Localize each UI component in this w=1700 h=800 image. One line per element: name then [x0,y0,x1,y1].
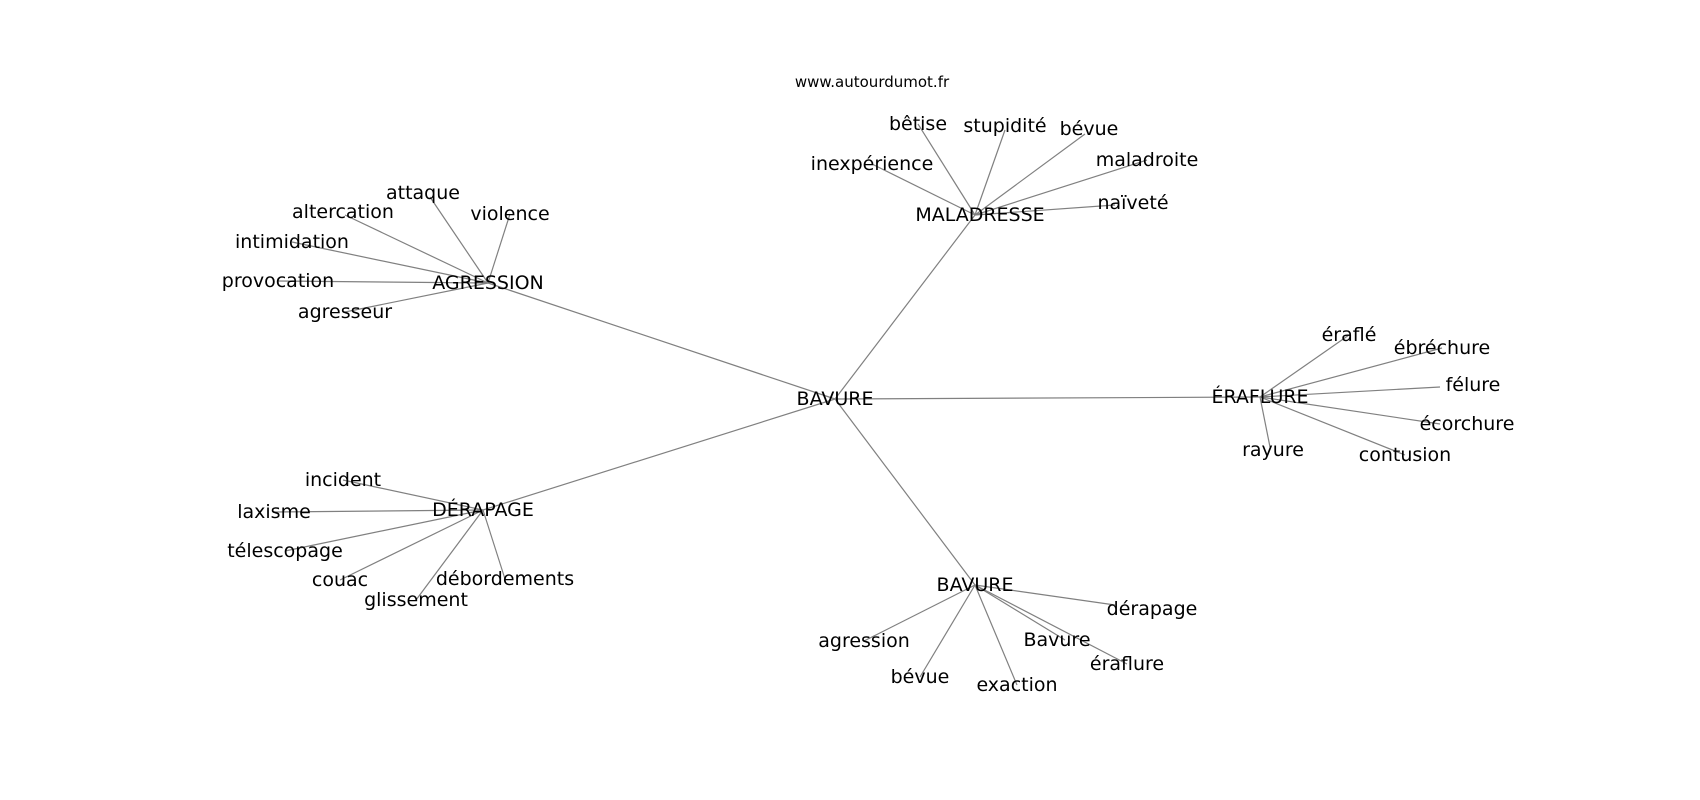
root-to-hub-edge [834,398,976,586]
leaf-node[interactable]: écorchure [1420,413,1515,435]
hub-to-leaf-edge [482,509,506,580]
hub-to-leaf-edge [1259,396,1271,448]
hub-to-leaf-edge [277,280,489,284]
hub-to-leaf-edge [871,163,976,216]
root-to-hub-edge [834,396,1261,400]
leaf-node[interactable]: laxisme [237,501,311,523]
hub-to-leaf-edge [1259,386,1441,398]
hub-to-leaf-edge [291,241,489,284]
hub-to-leaf-edge [273,509,484,513]
hub-to-leaf-edge [974,159,1148,216]
leaf-node[interactable]: altercation [292,201,394,223]
hub-to-leaf-edge [974,133,1086,216]
leaf-node[interactable]: éraflure [1090,653,1164,675]
leaf-node[interactable]: ébréchure [1394,337,1490,359]
leaf-node[interactable]: félure [1446,374,1501,396]
hub-to-leaf-edge [344,214,489,284]
hub-to-leaf-edge [415,509,484,601]
site-url[interactable]: www.autourdumot.fr [795,73,950,91]
hub-to-leaf-edge [339,509,484,581]
leaf-node[interactable]: incident [305,469,381,491]
hub-to-leaf-edge [487,213,511,284]
leaf-node[interactable]: débordements [436,568,574,590]
root-node[interactable]: BAVURE [797,388,874,410]
leaf-node[interactable]: contusion [1359,444,1451,466]
edges [273,123,1443,686]
hub-to-leaf-edge [974,129,1006,216]
leaf-node[interactable]: bévue [891,666,950,688]
hub-to-leaf-edge [1259,396,1406,456]
leaf-node[interactable]: stupidité [963,115,1046,137]
hub-to-leaf-edge [344,282,489,313]
root-to-hub-edge [482,398,836,511]
leaf-node[interactable]: bêtise [889,113,947,135]
hub-to-leaf-edge [917,123,976,216]
hub-to-leaf-edge [974,204,1116,216]
hub-to-leaf-edge [284,509,484,552]
leaf-node[interactable]: naïveté [1097,192,1168,214]
hub-to-leaf-edge [1259,347,1443,398]
hub-to-leaf-edge [429,196,489,284]
hub-node[interactable]: BAVURE [937,574,1014,596]
labels: www.autourdumot.fr BAVURE MALADRESSE bêti… [222,73,1515,696]
leaf-node[interactable]: agresseur [298,301,392,323]
hub-to-leaf-edge [919,584,976,678]
leaf-node[interactable]: inexpérience [811,153,934,175]
leaf-node[interactable]: glissement [364,589,468,611]
leaf-node[interactable]: Bavure [1023,629,1090,651]
leaf-node[interactable]: éraflé [1322,324,1377,346]
hub-to-leaf-edge [342,479,484,511]
hub-to-leaf-edge [1259,334,1350,398]
leaf-node[interactable]: couac [312,569,368,591]
root-to-hub-edge [487,282,836,400]
hub-to-leaf-edge [974,584,1018,686]
leaf-node[interactable]: agression [818,630,910,652]
leaf-node[interactable]: bévue [1060,118,1119,140]
hub-node[interactable]: AGRESSION [432,272,544,294]
hub-to-leaf-edge [863,584,976,642]
hub-node[interactable]: DÉRAPAGE [432,498,534,521]
hub-to-leaf-edge [974,584,1116,606]
hub-to-leaf-edge [1259,396,1441,425]
hub-to-leaf-edge [974,584,1066,641]
leaf-node[interactable]: télescopage [227,540,343,562]
hub-node[interactable]: ÉRAFLURE [1211,385,1308,408]
leaf-node[interactable]: rayure [1242,439,1304,461]
hub-node[interactable]: MALADRESSE [915,204,1044,226]
leaf-node[interactable]: maladroite [1096,149,1199,171]
leaf-node[interactable]: provocation [222,270,334,292]
leaf-node[interactable]: attaque [386,182,460,204]
hub-to-leaf-edge [974,584,1128,665]
leaf-node[interactable]: dérapage [1107,598,1198,620]
leaf-node[interactable]: violence [470,203,549,225]
root-to-hub-edge [834,214,976,400]
leaf-node[interactable]: intimidation [235,231,349,253]
leaf-node[interactable]: exaction [976,674,1057,696]
